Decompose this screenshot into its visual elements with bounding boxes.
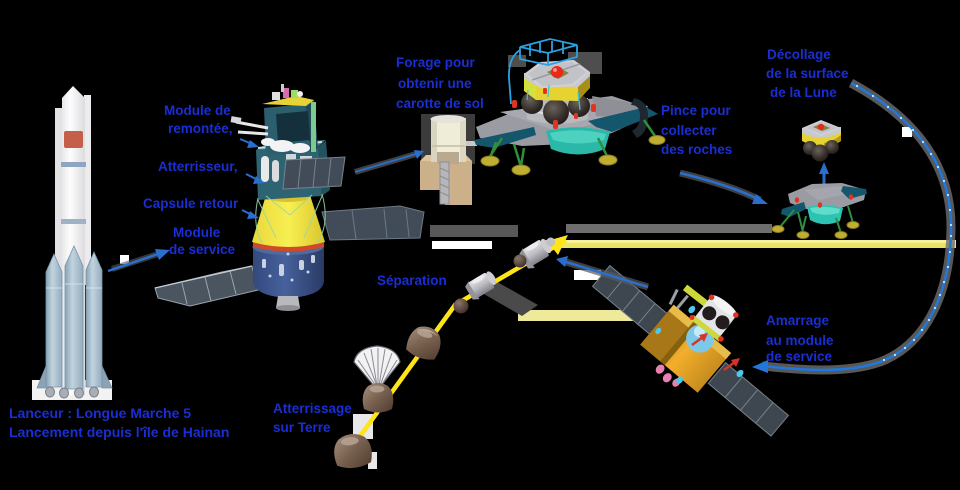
svg-text:obtenir une: obtenir une: [398, 76, 472, 91]
svg-text:de service: de service: [169, 242, 236, 257]
svg-text:Lancement depuis l'île de Hain: Lancement depuis l'île de Hainan: [9, 424, 229, 440]
svg-text:Capsule retour: Capsule retour: [143, 196, 239, 211]
svg-text:Lanceur : Longue Marche 5: Lanceur : Longue Marche 5: [9, 405, 191, 421]
svg-text:Forage pour: Forage pour: [396, 55, 475, 70]
svg-text:Décollage: Décollage: [767, 47, 831, 62]
svg-text:Module: Module: [173, 225, 221, 240]
svg-text:au module: au module: [766, 333, 834, 348]
svg-text:de la Lune: de la Lune: [770, 85, 837, 100]
svg-text:Module de: Module de: [164, 103, 231, 118]
svg-text:remontée,: remontée,: [168, 121, 233, 136]
svg-text:Atterrisseur,: Atterrisseur,: [158, 159, 238, 174]
svg-text:des roches: des roches: [661, 142, 732, 157]
svg-text:Atterrissage: Atterrissage: [273, 401, 352, 416]
svg-text:de la surface: de la surface: [766, 66, 849, 81]
svg-text:Séparation: Séparation: [377, 273, 447, 288]
svg-text:de service: de service: [766, 349, 833, 364]
svg-text:collecter: collecter: [661, 123, 717, 138]
svg-text:carotte de sol: carotte de sol: [396, 96, 484, 111]
svg-text:sur Terre: sur Terre: [273, 420, 331, 435]
svg-text:Amarrage: Amarrage: [766, 313, 830, 328]
svg-text:Pince pour: Pince pour: [661, 103, 732, 118]
